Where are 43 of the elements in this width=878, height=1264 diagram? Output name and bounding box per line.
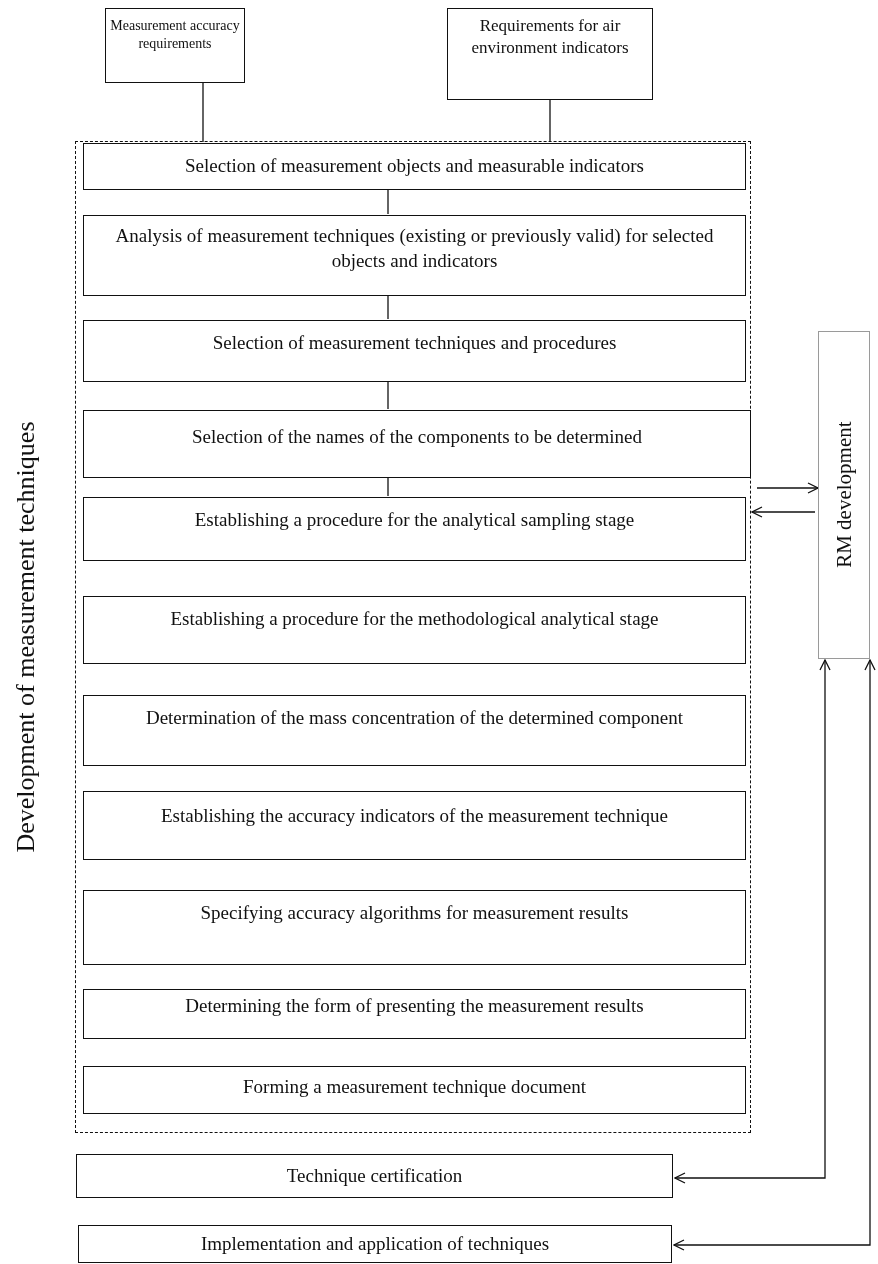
box-label: Selection of measurement objects and measurable indicators xyxy=(185,154,644,179)
connector-line xyxy=(202,82,204,143)
arrow xyxy=(673,659,876,1251)
process-box xyxy=(78,1225,672,1263)
box-label: Specifying accuracy algorithms for measurement results xyxy=(200,901,629,925)
process-box xyxy=(83,143,746,190)
box-label: Technique certification xyxy=(286,1163,463,1188)
box-label: Determining the form of presenting the measurement results xyxy=(185,994,644,1018)
arrow xyxy=(674,659,831,1184)
process-box xyxy=(83,791,746,860)
process-box xyxy=(76,1154,673,1198)
connector-line xyxy=(387,380,389,410)
connector-line xyxy=(387,476,389,497)
box-label: Establishing a procedure for the methodological analytical stage xyxy=(170,607,659,631)
process-box xyxy=(83,215,746,296)
process-box xyxy=(447,8,653,100)
process-box xyxy=(83,989,746,1039)
process-box xyxy=(83,596,746,664)
box-label: Determination of the mass concentration of the determined component xyxy=(145,706,684,730)
process-box xyxy=(83,320,746,382)
box-label: Establishing the accuracy indicators of the measurement technique xyxy=(161,804,668,828)
box-label: Measurement accuracy requirements xyxy=(109,17,241,54)
box-label: Analysis of measurement techniques (existing or previously valid) for selected objects and indicators xyxy=(114,224,715,273)
process-box xyxy=(83,497,746,561)
connector-line xyxy=(549,99,551,143)
process-box xyxy=(83,890,746,965)
arrow xyxy=(751,506,816,518)
box-label: Establishing a procedure for the analytical sampling stage xyxy=(194,508,635,532)
box-label: Implementation and application of techniques xyxy=(200,1231,550,1256)
box-label: Selection of measurement techniques and procedures xyxy=(212,331,617,355)
connector-line xyxy=(387,188,389,215)
process-box xyxy=(105,8,245,83)
box-label: RM development xyxy=(830,421,857,569)
group-title: Development of measurement techniques xyxy=(12,420,40,855)
process-box xyxy=(83,695,746,766)
arrow xyxy=(756,482,819,494)
process-box xyxy=(83,410,751,478)
connector-line xyxy=(387,294,389,320)
process-box xyxy=(83,1066,746,1114)
box-label: Forming a measurement technique document xyxy=(243,1075,586,1099)
box-label: Requirements for air environment indicators xyxy=(470,15,630,60)
box-label: Selection of the names of the components to be determined xyxy=(191,425,643,449)
process-box xyxy=(818,331,870,659)
